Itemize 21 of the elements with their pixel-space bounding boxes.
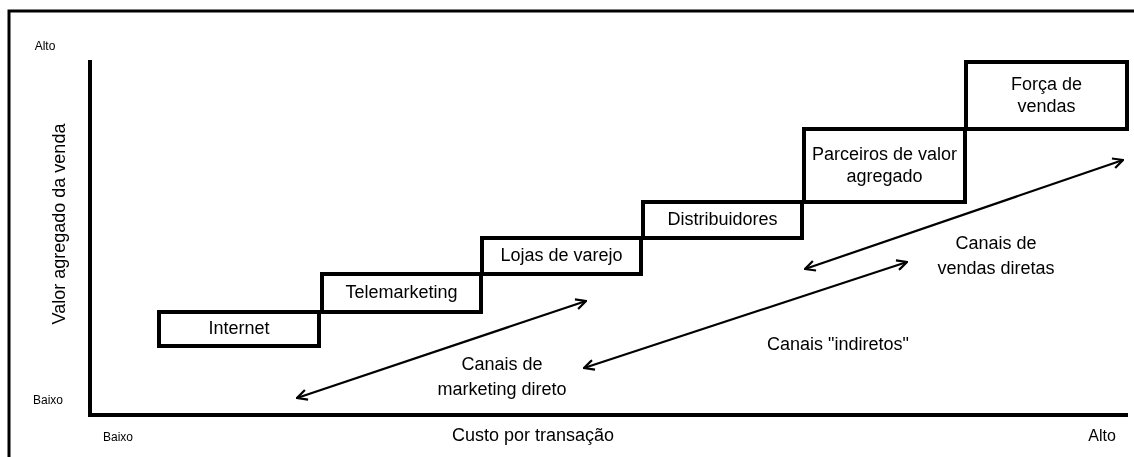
axis-level-label: Baixo (103, 428, 133, 446)
channel-label: Lojas de varejo (500, 245, 623, 267)
channel-box (157, 310, 321, 348)
channel-label: Parceiros de valor agregado (810, 143, 959, 188)
channel-box (480, 236, 643, 276)
axis-title: Valor agregado da venda (48, 123, 71, 325)
channel-box (802, 127, 967, 204)
axis-title: Custo por transação (451, 424, 615, 448)
axis-level-label: Alto (34, 37, 56, 55)
channel-label: Telemarketing (345, 282, 458, 304)
channel-box (641, 200, 804, 240)
channel-box (320, 272, 483, 314)
range-label: Canais "indiretos" (767, 333, 909, 357)
range-label: Canais de vendas diretas (936, 231, 1056, 280)
axis-level-label: Baixo (33, 391, 63, 409)
channel-box (964, 60, 1129, 131)
range-label: Canais de marketing direto (436, 352, 568, 401)
channel-label: Internet (208, 318, 270, 340)
channel-label: Distribuidores (667, 209, 778, 231)
channel-label: Força de vendas (1009, 73, 1083, 118)
axis-level-label: Alto (1088, 425, 1116, 446)
